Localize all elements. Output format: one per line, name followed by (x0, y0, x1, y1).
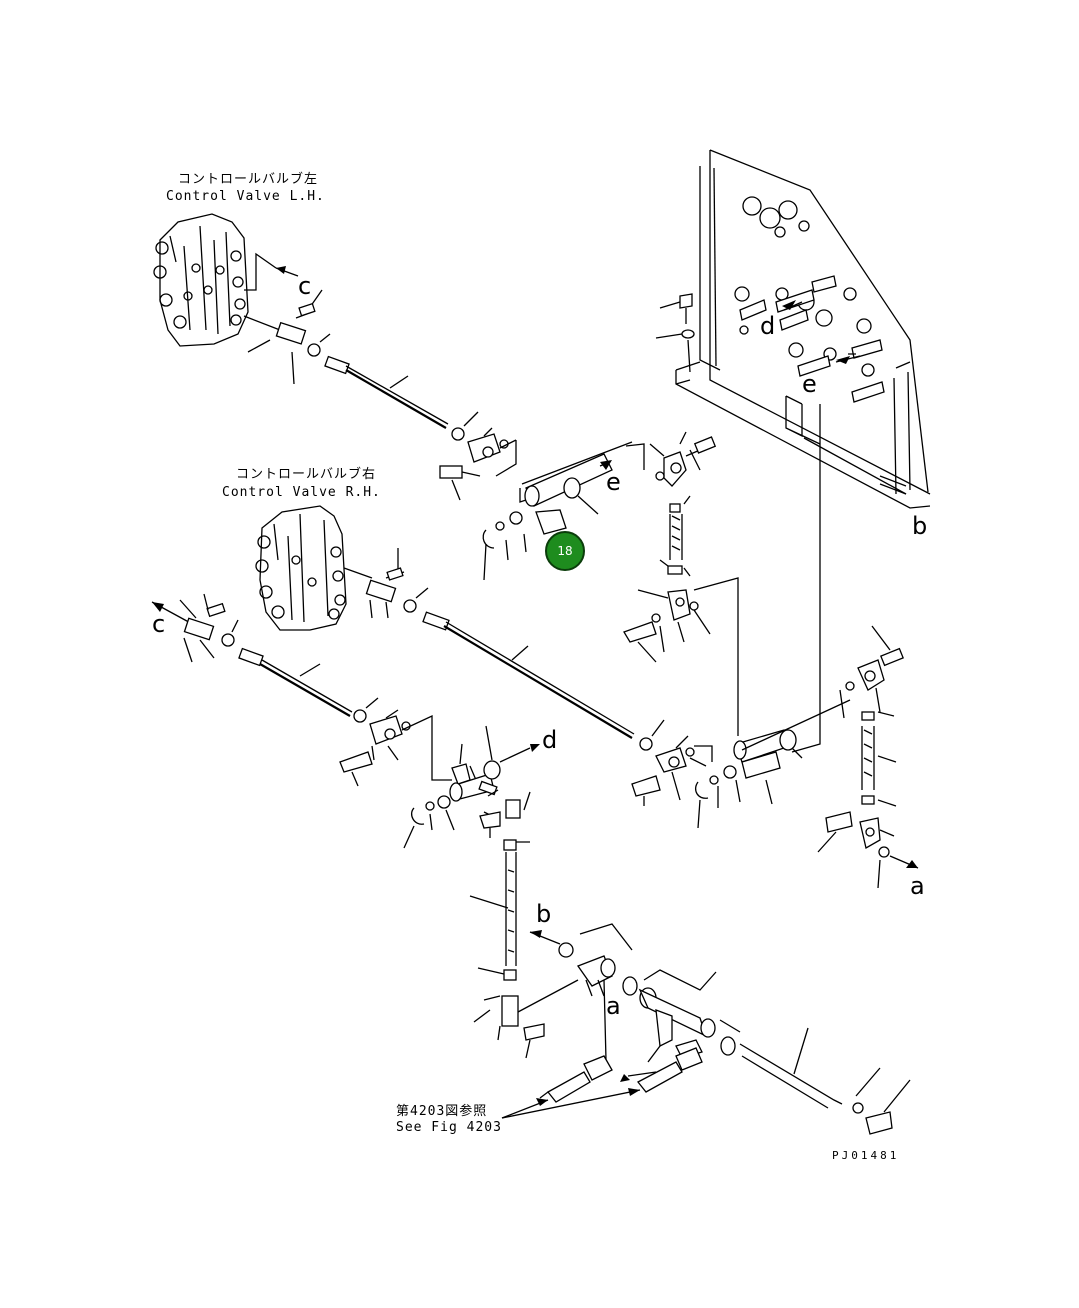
plate-bolts (655, 275, 885, 403)
drawing-number: PJ01481 (832, 1149, 900, 1162)
ref-d-lower: d (542, 726, 558, 754)
see-fig-label-jp: 第4203図参照 (396, 1104, 488, 1119)
valve-rh-label-en: Control Valve R.H. (222, 485, 381, 500)
part-callout-number: 18 (557, 544, 573, 558)
upper-pivot (482, 441, 633, 581)
ref-e-plate: e (802, 370, 817, 398)
fig-4203-links (501, 1047, 703, 1119)
valve-lh-label-jp: コントロールバルブ左 (178, 172, 319, 187)
ref-c-upper: c (298, 272, 312, 300)
ref-e-upper: e (606, 468, 621, 496)
upper-right-link (623, 431, 739, 736)
rh-left-linkage (151, 593, 452, 787)
lower-right-linkage (631, 699, 851, 829)
lower-assembly (469, 791, 911, 1135)
ref-d-plate: d (760, 312, 776, 340)
ref-b-plate: b (912, 512, 928, 540)
ref-a-lower: a (606, 992, 621, 1020)
lh-linkage (243, 289, 517, 501)
part-callout-18[interactable]: 18 (545, 531, 585, 571)
valve-lh-label-en: Control Valve L.H. (166, 189, 325, 204)
control-valve-lh (153, 213, 299, 347)
ref-b-lower: b (536, 900, 552, 928)
control-valve-rh (255, 505, 635, 739)
right-vertical-link (817, 625, 919, 889)
mounting-plate (675, 149, 931, 753)
see-fig-label-en: See Fig 4203 (396, 1120, 502, 1135)
ref-a-right: a (910, 872, 925, 900)
valve-rh-label-jp: コントロールバルブ右 (236, 467, 377, 482)
rh-middle-pivot (403, 725, 540, 849)
ref-c-lower: c (152, 610, 166, 638)
